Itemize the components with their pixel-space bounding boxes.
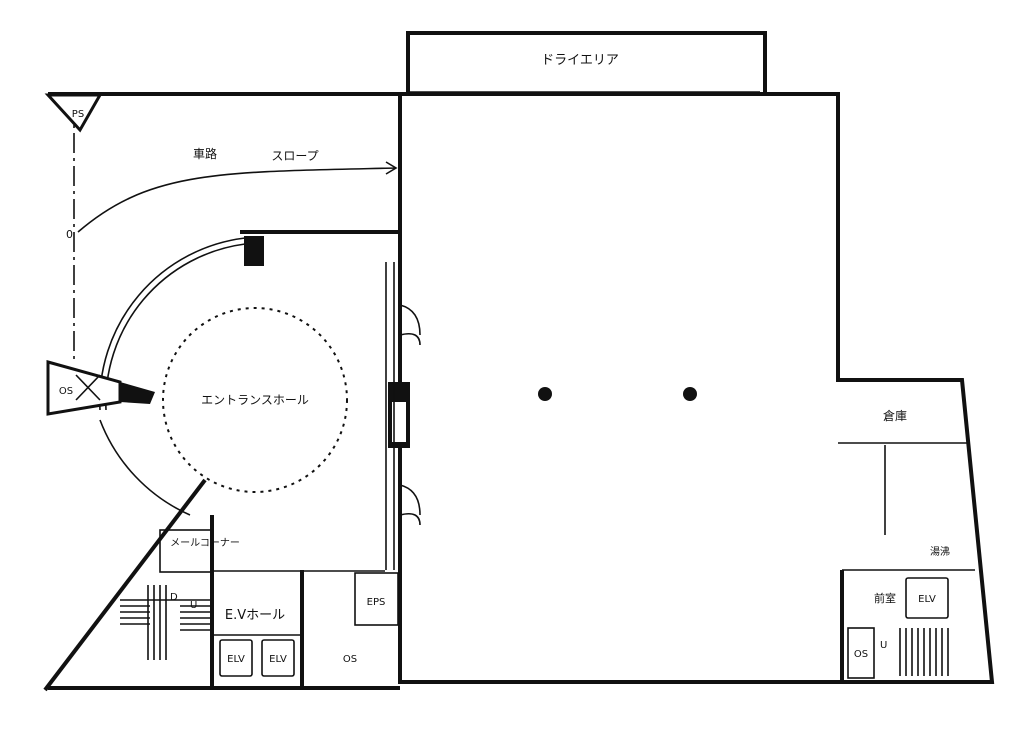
stair-up-right-label: U <box>880 640 887 651</box>
os-left-label: OS <box>59 386 73 397</box>
driveway-label: 車路 <box>193 146 217 161</box>
os-bottom-label: OS <box>343 654 357 665</box>
elevator-right <box>905 577 949 619</box>
entrance-hall: エントランスホール OS <box>46 236 348 516</box>
ps-shaft <box>44 93 103 133</box>
slope-start-label: 0 <box>66 228 73 241</box>
ps-label: PS <box>72 109 84 120</box>
slope-label: スロープ <box>271 149 318 163</box>
core-left: メールコーナー E.Vホール ELV ELV EPS OS D U <box>43 478 400 692</box>
stairs-left <box>120 585 210 660</box>
elevator <box>261 639 295 677</box>
dry-area-label: ドライエリア <box>541 53 619 68</box>
kitchenette-label: 湯沸 <box>930 545 950 558</box>
entrance-hall-circle <box>162 307 348 493</box>
elv-right-label: ELV <box>918 594 936 605</box>
mail-corner-label: メールコーナー <box>170 537 240 549</box>
vestibule-label: 前室 <box>874 591 896 605</box>
stair-down-label: D <box>170 592 178 603</box>
stair-up-label: U <box>190 600 197 611</box>
storage-label: 倉庫 <box>883 408 907 423</box>
core-right: 倉庫 湯沸 前室 ELV OS U <box>838 408 975 682</box>
column <box>538 387 552 401</box>
eps-label: EPS <box>367 597 386 608</box>
main-office-walls <box>385 92 995 684</box>
driveway: PS 車路 スロープ 0 <box>44 92 400 360</box>
column <box>683 387 697 401</box>
dry-area: ドライエリア <box>406 31 767 93</box>
elevator <box>219 639 253 677</box>
os-right-label: OS <box>854 649 868 660</box>
elv-2-label: ELV <box>269 654 287 665</box>
ev-hall-label: E.Vホール <box>225 608 285 623</box>
entrance-hall-label: エントランスホール <box>201 393 309 407</box>
elv-1-label: ELV <box>227 654 245 665</box>
